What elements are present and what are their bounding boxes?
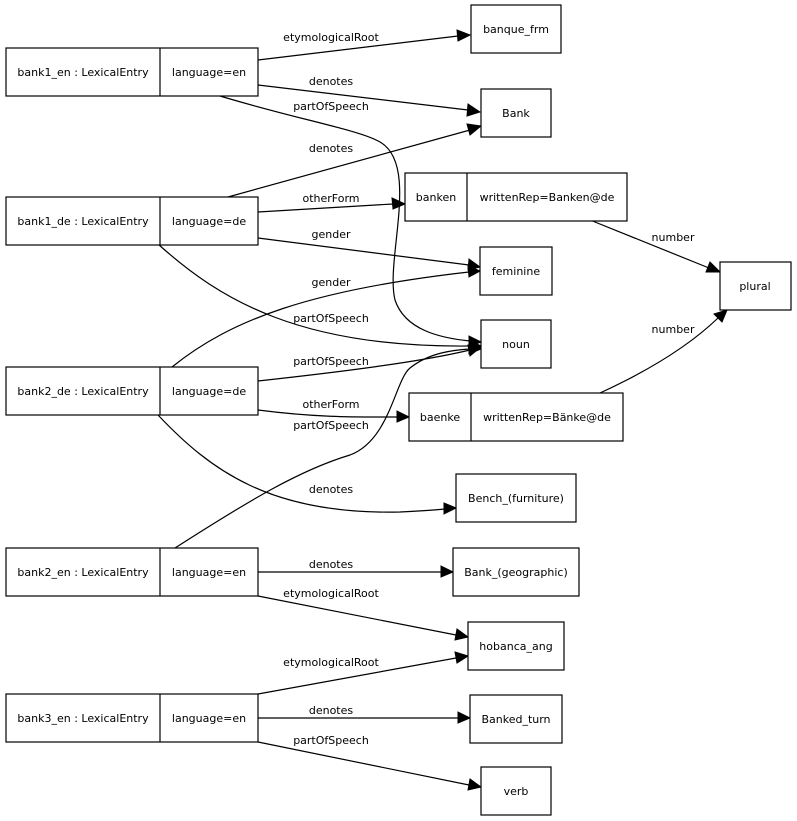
edge-bank2de-bench: denotes bbox=[157, 414, 458, 515]
edge-bank3en-verb: partOfSpeech bbox=[257, 734, 483, 791]
node-noun[interactable]: noun bbox=[480, 319, 552, 369]
node-bank[interactable]: Bank bbox=[480, 88, 552, 138]
node-label: noun bbox=[502, 338, 530, 351]
node-attribute: language=en bbox=[172, 566, 246, 579]
node-attribute: language=de bbox=[172, 215, 246, 228]
edge-label: denotes bbox=[309, 483, 354, 496]
node-baenke[interactable]: baenke writtenRep=Bänke@de bbox=[408, 392, 624, 442]
edge-label: otherForm bbox=[302, 192, 359, 205]
node-attribute: writtenRep=Bänke@de bbox=[483, 411, 611, 424]
node-name: bank1_en : LexicalEntry bbox=[17, 66, 149, 79]
node-attribute: language=en bbox=[172, 712, 246, 725]
edge-label: number bbox=[652, 323, 695, 336]
edge-label: denotes bbox=[309, 142, 354, 155]
edge-label: denotes bbox=[309, 558, 354, 571]
value-nodes: banque_frm Bank feminine noun plural Ben… bbox=[452, 4, 792, 816]
edge-bank2de-baenke: otherForm bbox=[257, 398, 411, 423]
node-name: baenke bbox=[420, 411, 460, 424]
node-banque-frm[interactable]: banque_frm bbox=[470, 4, 562, 54]
node-name: bank2_de : LexicalEntry bbox=[17, 385, 149, 398]
edge-label: gender bbox=[312, 276, 351, 289]
node-label: Bench_(furniture) bbox=[468, 492, 564, 505]
edge-bank2de-feminine: gender bbox=[171, 265, 482, 368]
edge-label: partOfSpeech bbox=[293, 419, 369, 432]
edge-bank1de-banken: otherForm bbox=[257, 192, 407, 213]
node-label: hobanca_ang bbox=[479, 640, 552, 653]
edge-bank2en-hobanca: etymologicalRoot bbox=[257, 587, 470, 641]
node-name: banken bbox=[416, 191, 456, 204]
node-label: Banked_turn bbox=[481, 713, 550, 726]
edge-label: etymologicalRoot bbox=[283, 656, 379, 669]
node-label: verb bbox=[504, 785, 529, 798]
edge-banken-plural: number bbox=[589, 219, 722, 273]
node-banked-turn[interactable]: Banked_turn bbox=[469, 694, 563, 744]
edge-bank2en-bankgeo: denotes bbox=[258, 558, 455, 578]
node-attribute: writtenRep=Banken@de bbox=[480, 191, 615, 204]
node-feminine[interactable]: feminine bbox=[479, 246, 553, 296]
edge-bank2en-noun: partOfSpeech bbox=[174, 342, 483, 549]
edge-label: partOfSpeech bbox=[293, 100, 369, 113]
edge-bank3en-bankedturn: denotes bbox=[258, 704, 472, 724]
edge-bank3en-hobanca: etymologicalRoot bbox=[257, 651, 470, 695]
edge-bank1en-bank: denotes bbox=[257, 75, 482, 117]
edge-label: partOfSpeech bbox=[293, 355, 369, 368]
node-bank-geographic[interactable]: Bank_(geographic) bbox=[452, 547, 580, 597]
edge-label: number bbox=[652, 231, 695, 244]
node-label: plural bbox=[739, 280, 770, 293]
node-hobanca-ang[interactable]: hobanca_ang bbox=[467, 621, 565, 671]
node-label: banque_frm bbox=[483, 23, 549, 36]
edge-bank1en-banque: etymologicalRoot bbox=[257, 29, 472, 61]
edge-bank1de-bank: denotes bbox=[227, 123, 483, 198]
node-plural[interactable]: plural bbox=[719, 261, 792, 311]
node-label: Bank bbox=[502, 107, 530, 120]
node-bank2-en[interactable]: bank2_en : LexicalEntry language=en bbox=[5, 547, 259, 597]
edge-bank1de-feminine: gender bbox=[257, 228, 482, 271]
node-bank1-de[interactable]: bank1_de : LexicalEntry language=de bbox=[5, 196, 259, 246]
edge-label: partOfSpeech bbox=[293, 734, 369, 747]
node-bank1-en[interactable]: bank1_en : LexicalEntry language=en bbox=[5, 47, 259, 97]
node-bank3-en[interactable]: bank3_en : LexicalEntry language=en bbox=[5, 693, 259, 743]
node-label: Bank_(geographic) bbox=[464, 566, 568, 579]
node-attribute: language=en bbox=[172, 66, 246, 79]
node-bank2-de[interactable]: bank2_de : LexicalEntry language=de bbox=[5, 366, 259, 416]
node-name: bank2_en : LexicalEntry bbox=[17, 566, 149, 579]
edges: etymologicalRoot denotes partOfSpeech de… bbox=[157, 29, 728, 791]
node-attribute: language=de bbox=[172, 385, 246, 398]
edge-bank2de-noun: partOfSpeech bbox=[257, 344, 483, 382]
node-name: bank1_de : LexicalEntry bbox=[17, 215, 149, 228]
edge-label: etymologicalRoot bbox=[283, 587, 379, 600]
node-verb[interactable]: verb bbox=[480, 766, 552, 816]
edge-label: otherForm bbox=[302, 398, 359, 411]
node-banken[interactable]: banken writtenRep=Banken@de bbox=[404, 172, 628, 222]
node-bench-furniture[interactable]: Bench_(furniture) bbox=[455, 473, 577, 523]
edge-label: etymologicalRoot bbox=[283, 31, 379, 44]
edge-label: denotes bbox=[309, 75, 354, 88]
node-name: bank3_en : LexicalEntry bbox=[17, 712, 149, 725]
edge-label: gender bbox=[312, 228, 351, 241]
edge-label: partOfSpeech bbox=[293, 312, 369, 325]
edge-baenke-plural: number bbox=[599, 309, 728, 394]
record-nodes: bank1_en : LexicalEntry language=en bank… bbox=[5, 47, 628, 743]
edge-label: denotes bbox=[309, 704, 354, 717]
node-label: feminine bbox=[492, 265, 540, 278]
